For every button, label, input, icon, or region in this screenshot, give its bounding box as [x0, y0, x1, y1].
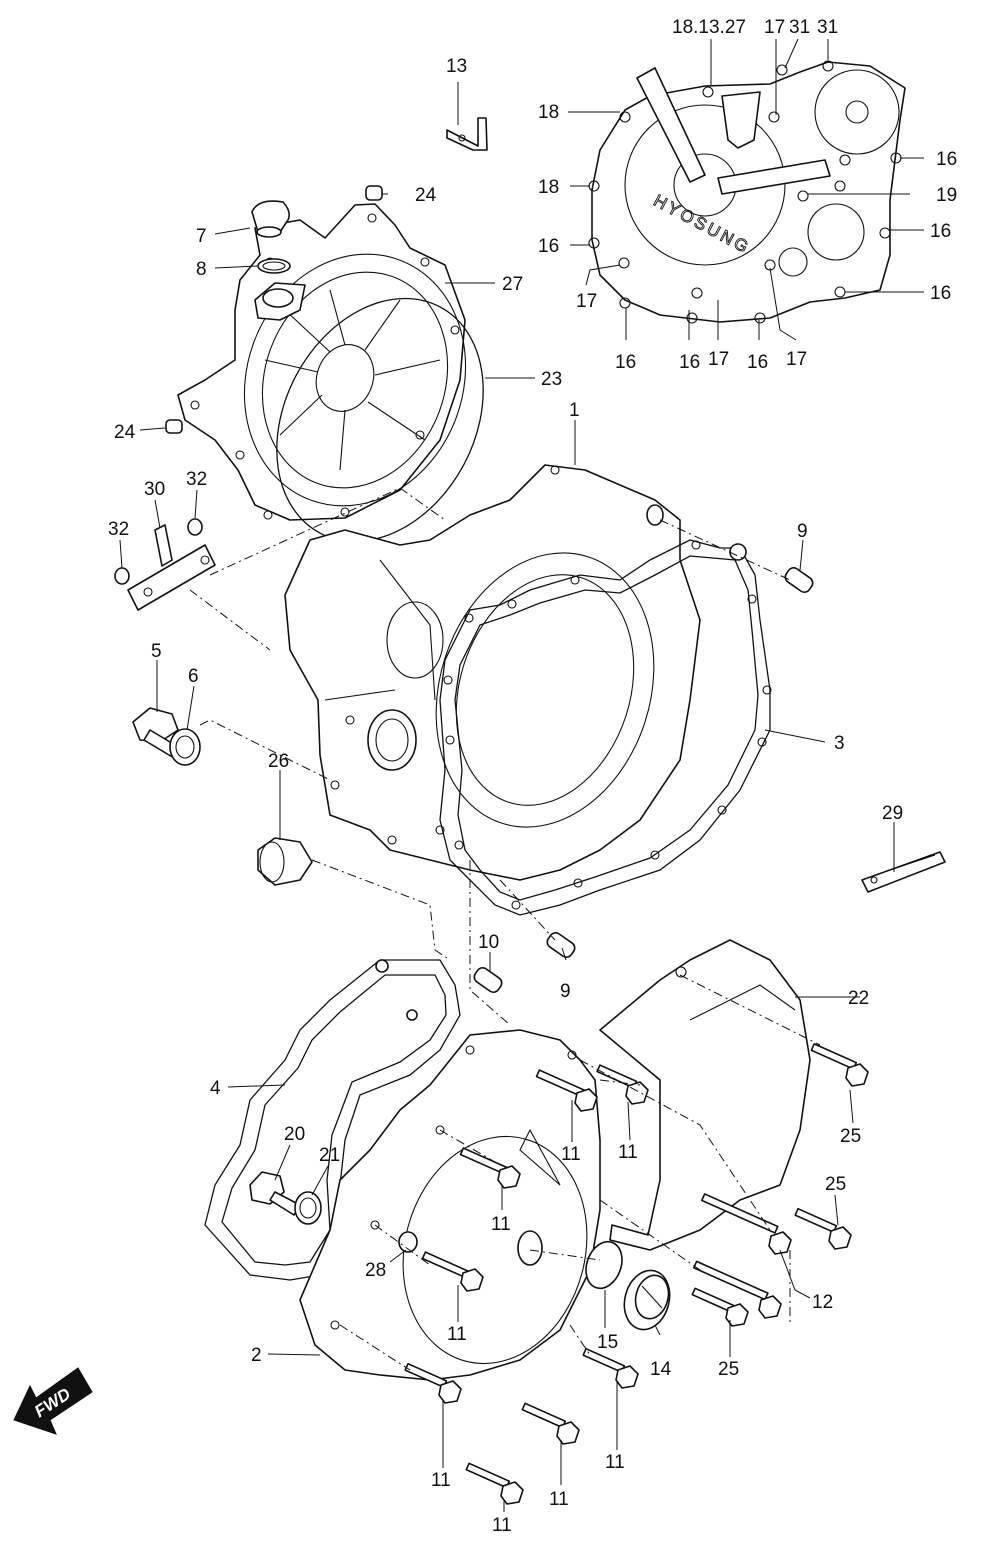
callout: 16: [538, 236, 559, 257]
bracket-30: [127, 544, 216, 611]
clip-32-right: [187, 518, 203, 536]
callout: 16: [930, 283, 951, 304]
clip-32-left: [114, 567, 130, 585]
callout: 8: [196, 259, 207, 280]
callout: 18: [538, 102, 559, 123]
o-ring-15: [585, 1240, 623, 1290]
callout: 31: [817, 17, 838, 38]
callout: 5: [151, 641, 162, 662]
callout: 19: [936, 185, 957, 206]
callout: 27: [502, 274, 523, 295]
callout: 32: [186, 469, 207, 490]
dowel-9-lower: [546, 931, 576, 959]
bolt-set: [404, 1043, 869, 1505]
callout: 10: [478, 932, 499, 953]
callout: 16: [747, 352, 768, 373]
inspection-cap-14: [623, 1269, 671, 1331]
callout: 1: [569, 400, 580, 421]
callout: 3: [834, 733, 845, 754]
callout-labels: 13 18.13.27 17 31 31 18 16 24 18 19 7 16…: [108, 17, 957, 1536]
cover-22: [599, 939, 811, 1251]
callout: 15: [597, 1332, 618, 1353]
callout: 24: [415, 185, 437, 206]
callout: 11: [561, 1144, 581, 1165]
callout: 9: [797, 521, 808, 542]
crankcase-1: [284, 464, 701, 881]
callout: 17: [786, 349, 807, 370]
callout: 16: [679, 352, 700, 373]
callout: 11: [605, 1452, 625, 1473]
callout: 9: [560, 981, 571, 1002]
callout: 20: [284, 1124, 305, 1145]
callout: 17: [576, 291, 597, 312]
callout: 24: [114, 422, 136, 443]
callout: 11: [491, 1214, 511, 1235]
magneto-cover: [177, 203, 467, 521]
strip-29: [861, 851, 946, 893]
crankcase-cover-2: [299, 1029, 601, 1381]
callout: 25: [825, 1174, 846, 1195]
callout: 11: [549, 1489, 569, 1510]
callout: 12: [812, 1292, 833, 1313]
callout: 11: [492, 1515, 512, 1536]
callout: 7: [196, 226, 207, 247]
callout: 25: [718, 1359, 739, 1380]
callout: 22: [848, 988, 869, 1009]
part-26-gear: [257, 837, 313, 886]
callout: 2: [251, 1345, 262, 1366]
callout: 26: [268, 751, 289, 772]
gasket-23: [276, 297, 484, 543]
callout: 13: [446, 56, 467, 77]
callout: 4: [210, 1078, 221, 1099]
gasket-3: [439, 539, 771, 916]
callout: 29: [882, 803, 903, 824]
dowel-24-top: [365, 185, 383, 201]
callout: 18.13.27: [672, 17, 746, 38]
callout: 28: [365, 1260, 386, 1281]
callout: 14: [650, 1359, 672, 1380]
washer-21: [294, 1191, 322, 1225]
callout: 21: [319, 1145, 340, 1166]
callout: 18: [538, 177, 559, 198]
callout: 32: [108, 519, 129, 540]
washer-6: [169, 728, 201, 766]
callout: 6: [188, 666, 199, 687]
callout: 11: [618, 1142, 638, 1163]
callout: 17: [708, 349, 729, 370]
dowel-24-left: [165, 419, 183, 434]
dowel-9-upper: [784, 566, 814, 594]
clutch-cover-reference-view: HYOSUNG: [588, 60, 906, 324]
callout: 23: [541, 369, 562, 390]
callout: 30: [144, 479, 165, 500]
callout: 16: [930, 221, 951, 242]
oil-filler-cap: [251, 200, 290, 238]
dowel-10: [473, 966, 503, 994]
leader-lines: [119, 38, 924, 1512]
callout: 11: [431, 1470, 451, 1491]
forward-arrow-icon: FWD: [13, 1367, 93, 1435]
callout: 16: [936, 149, 957, 170]
callout: 17: [764, 17, 785, 38]
callout: 11: [447, 1324, 467, 1345]
alignment-lines: [189, 487, 821, 1371]
callout: 16: [615, 352, 636, 373]
bracket-13: [446, 117, 488, 151]
callout: 25: [840, 1126, 861, 1147]
plug-20: [249, 1171, 301, 1216]
callout: 31: [789, 17, 810, 38]
